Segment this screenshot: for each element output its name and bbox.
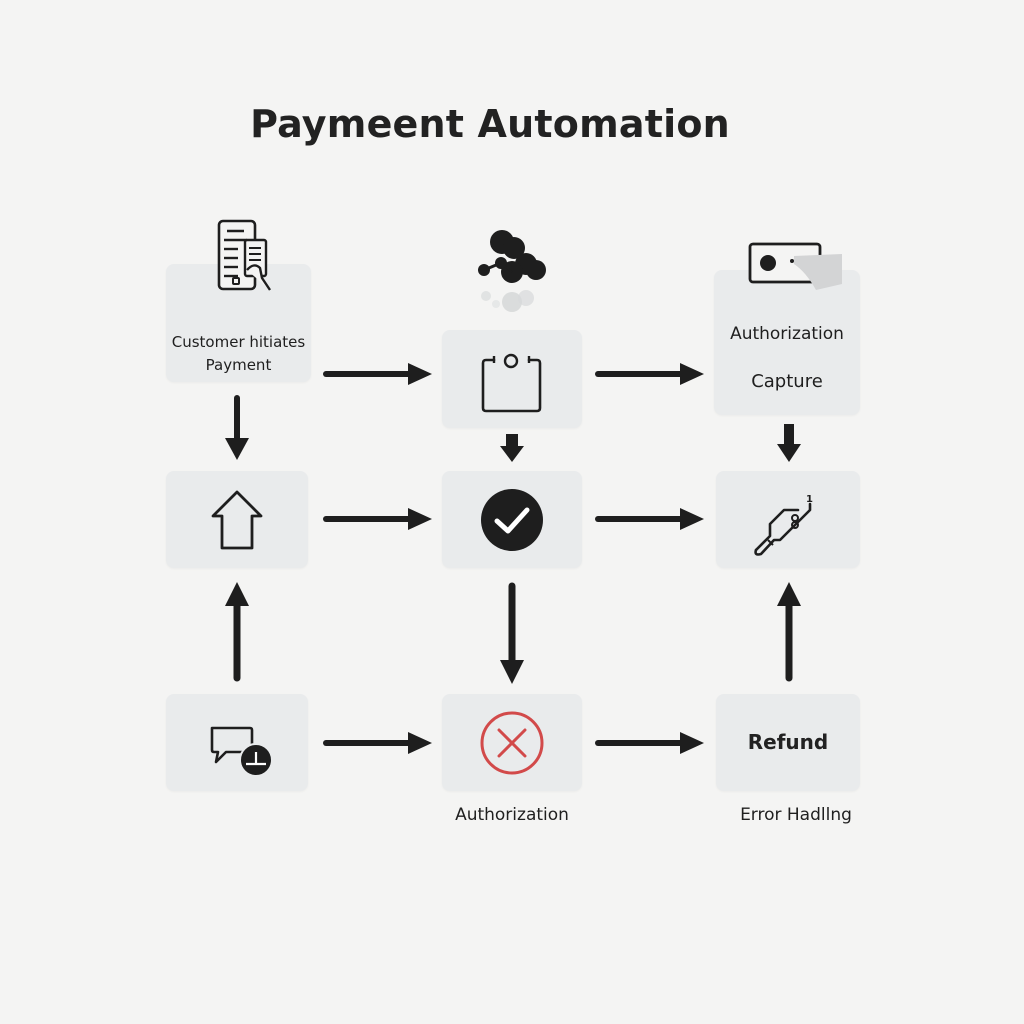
cloud-network-icon: [474, 228, 550, 318]
house-arrow-up-icon: [208, 489, 266, 551]
mobile-document-icon: [214, 218, 278, 296]
node-label-line2: Payment: [205, 356, 272, 374]
diagram-title: Paymeent Automation: [250, 102, 730, 146]
chat-badge-icon: [208, 724, 284, 776]
arrow-right: [322, 731, 434, 755]
arrow-right: [594, 731, 706, 755]
arrow-right: [322, 362, 434, 386]
arrow-up: [776, 580, 802, 684]
node-tool: [716, 471, 860, 568]
arrow-right: [322, 507, 434, 531]
refund-label: Refund: [747, 730, 829, 754]
node-label-line1: Customer hitiates: [171, 333, 306, 351]
node-label-line2: Capture: [751, 371, 823, 392]
node-label-line1: Authorization: [730, 324, 844, 344]
error-handling-label: Error Hadllng: [740, 805, 852, 825]
node-message: [166, 694, 308, 791]
arrow-down: [776, 422, 802, 464]
cycle-frame-icon: [480, 352, 544, 414]
check-circle-icon: [480, 488, 544, 552]
node-upload: [166, 471, 308, 568]
key-tool-icon: 1: [752, 494, 820, 558]
arrow-down: [499, 432, 525, 464]
arrow-down: [224, 394, 250, 462]
node-refund: Refund: [716, 694, 860, 791]
authorization-label: Authorization: [455, 805, 569, 825]
arrow-down: [499, 580, 525, 688]
arrow-right: [594, 362, 706, 386]
arrow-right: [594, 507, 706, 531]
card-icon: [748, 242, 844, 294]
svg-text:1: 1: [806, 494, 813, 505]
x-circle-icon: [479, 710, 545, 776]
node-authorization-capture: Authorization Capture: [714, 270, 860, 415]
arrow-up: [224, 580, 250, 684]
